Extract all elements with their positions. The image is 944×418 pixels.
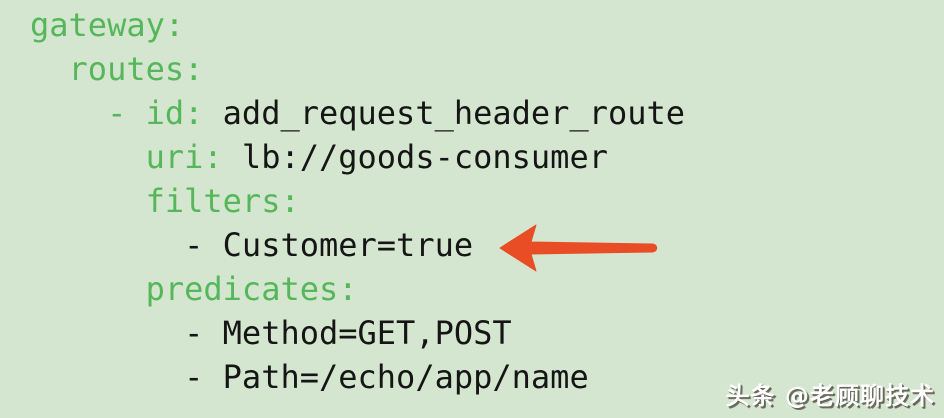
yaml-value: - Path=/echo/app/name <box>184 358 589 396</box>
code-line-predicate-method: - Method=GET,POST <box>30 311 685 355</box>
code-line-filter-customer: - Customer=true <box>30 223 685 267</box>
yaml-value: add_request_header_route <box>222 94 686 132</box>
yaml-value: - Customer=true <box>184 226 474 264</box>
yaml-key: uri: <box>30 138 242 176</box>
yaml-value: lb://goods-consumer <box>241 138 608 176</box>
yaml-indent <box>30 358 184 396</box>
yaml-code-block: gateway: routes: - id: add_request_heade… <box>30 3 685 399</box>
code-line-id: - id: add_request_header_route <box>30 91 685 135</box>
yaml-indent <box>30 226 184 264</box>
yaml-value: - Method=GET,POST <box>184 314 512 352</box>
yaml-indent <box>30 314 184 352</box>
yaml-key: gateway: <box>30 6 185 44</box>
code-line-routes: routes: <box>30 47 685 91</box>
red-arrow-left-icon <box>499 224 658 272</box>
code-line-predicates: predicates: <box>30 267 685 311</box>
watermark-text: 头条 @老顾聊技术 <box>725 382 935 410</box>
yaml-key: filters: <box>30 182 300 220</box>
code-line-gateway: gateway: <box>30 3 685 47</box>
yaml-key: predicates: <box>30 270 358 308</box>
code-line-filters: filters: <box>30 179 685 223</box>
code-line-uri: uri: lb://goods-consumer <box>30 135 685 179</box>
yaml-key: - id: <box>30 94 223 132</box>
yaml-key: routes: <box>30 50 204 88</box>
code-line-predicate-path: - Path=/echo/app/name <box>30 355 685 399</box>
